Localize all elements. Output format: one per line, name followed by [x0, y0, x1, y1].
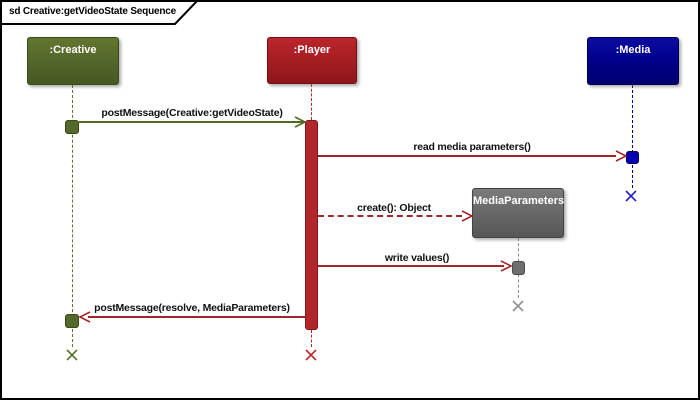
lifeline-head-media: :Media: [587, 37, 679, 85]
frame-title-pentagon: [2, 2, 198, 25]
media-label: :Media: [615, 44, 651, 56]
message-line-3: [318, 215, 462, 217]
message-label-create-object: create(): Object: [357, 202, 431, 214]
mediaparameters-activation: [512, 261, 525, 275]
message-label-postmessage-getvideostate: postMessage(Creative:getVideoState): [101, 107, 283, 119]
message-label-postmessage-resolve: postMessage(resolve, MediaParameters): [94, 302, 290, 314]
creative-activation-1: [65, 120, 79, 134]
lifeline-head-player: :Player: [267, 37, 357, 84]
message-label-write-values: write values(): [384, 252, 450, 264]
mediaparameters-label: MediaParameters: [473, 195, 565, 207]
creative-lifeline: [72, 85, 73, 347]
media-lifeline: [632, 85, 633, 188]
message-line-5: [88, 316, 305, 318]
frame-title-tab: [2, 2, 198, 25]
player-label: :Player: [293, 44, 331, 56]
media-termination-x-icon: [625, 190, 637, 202]
lifeline-head-mediaparameters: MediaParameters: [472, 188, 564, 238]
lifeline-head-creative: :Creative: [27, 37, 119, 85]
creative-label: :Creative: [49, 44, 97, 56]
arrowhead-right-icon: [615, 150, 627, 162]
message-line-2: [318, 155, 616, 157]
media-activation: [626, 151, 639, 164]
player-lifeline-top: [311, 84, 312, 120]
arrowhead-left-icon: [79, 311, 91, 323]
mediaparameters-termination-x-icon: [512, 300, 524, 312]
arrowhead-right-icon: [461, 210, 473, 222]
creative-activation-2: [65, 314, 79, 328]
player-termination-x-icon: [305, 349, 317, 361]
message-label-read-media-parameters: read media parameters(): [413, 141, 531, 153]
creative-termination-x-icon: [66, 349, 78, 361]
frame-title: sd Creative:getVideoState Sequence: [9, 6, 176, 17]
message-line-4: [318, 265, 504, 267]
arrowhead-right-icon: [294, 116, 306, 128]
message-line-1: [79, 121, 305, 123]
arrowhead-right-icon: [500, 260, 512, 272]
player-lifeline-bottom: [311, 330, 312, 347]
player-activation-bar: [305, 120, 318, 330]
